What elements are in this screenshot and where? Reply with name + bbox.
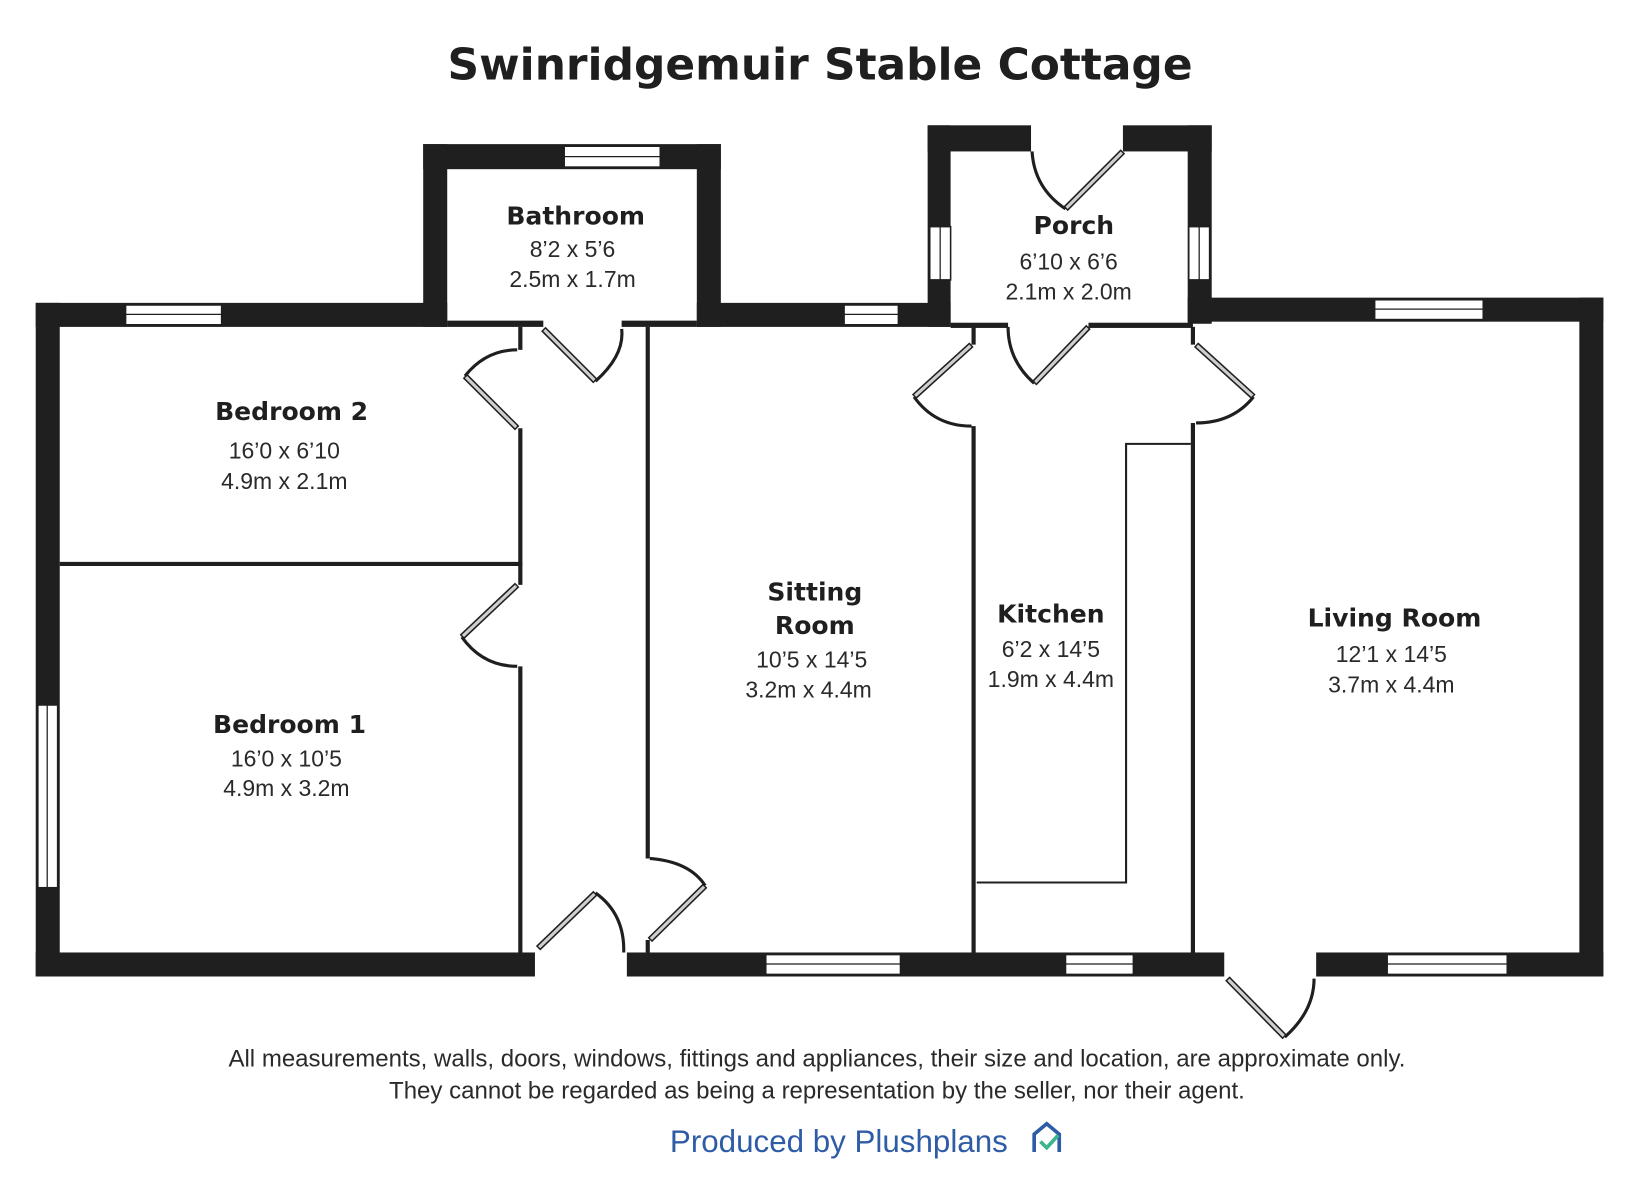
room-size-metric: 1.9m x 4.4m [988, 666, 1114, 692]
room-name: Living Room [1308, 604, 1482, 633]
room-name: Porch [1034, 211, 1115, 240]
doors [459, 149, 1316, 1040]
room-size-imperial: 12’1 x 14’5 [1336, 641, 1447, 667]
door-bedroom-2 [462, 348, 520, 431]
window [843, 304, 900, 326]
room-size-imperial: 16’0 x 10’5 [231, 746, 342, 772]
window [563, 145, 662, 168]
door-sitting-room [647, 856, 708, 943]
door-porch-entry [1030, 149, 1126, 212]
room-name: Bedroom 1 [213, 710, 366, 739]
door-living-exterior [1225, 976, 1316, 1040]
window [928, 225, 952, 281]
door-bathroom [541, 326, 624, 384]
room-name: Bedroom 2 [215, 397, 368, 426]
window [1386, 953, 1509, 976]
credit-text: Produced by Plushplans [670, 1124, 1008, 1159]
window [124, 304, 223, 326]
room-size-metric: 2.5m x 1.7m [509, 266, 635, 292]
door-sitting-kitchen [911, 342, 974, 428]
door-bedroom-1 [459, 582, 520, 668]
interior-walls [59, 326, 1196, 953]
window [37, 704, 59, 889]
room-size-imperial: 6’2 x 14’5 [1002, 636, 1100, 662]
room-name: Bathroom [506, 202, 645, 231]
room-name: Room [775, 611, 855, 640]
room-labels: Bathroom 8’2 x 5’6 2.5m x 1.7m Porch 6’1… [213, 202, 1481, 801]
room-name: Kitchen [997, 599, 1104, 628]
window [1373, 298, 1485, 321]
room-porch: Porch 6’10 x 6’6 2.1m x 2.0m [1005, 211, 1131, 305]
exterior-walls [35, 125, 1604, 977]
room-size-imperial: 16’0 x 6’10 [229, 437, 340, 463]
disclaimer-line-1: All measurements, walls, doors, windows,… [228, 1045, 1405, 1072]
room-name: Sitting [767, 578, 862, 607]
plan-title: Swinridgemuir Stable Cottage [448, 39, 1193, 90]
window [1187, 225, 1211, 281]
house-check-icon [1032, 1121, 1062, 1152]
room-size-metric: 3.7m x 4.4m [1328, 671, 1454, 697]
room-living-room: Living Room 12’1 x 14’5 3.7m x 4.4m [1308, 604, 1482, 698]
room-bedroom-2: Bedroom 2 16’0 x 6’10 4.9m x 2.1m [215, 397, 368, 494]
room-bathroom: Bathroom 8’2 x 5’6 2.5m x 1.7m [506, 202, 645, 293]
room-kitchen: Kitchen 6’2 x 14’5 1.9m x 4.4m [988, 599, 1114, 692]
room-sitting-room: Sitting Room 10’5 x 14’5 3.2m x 4.4m [745, 578, 871, 703]
windows [37, 145, 1509, 976]
room-size-imperial: 10’5 x 14’5 [756, 646, 867, 672]
window [1064, 953, 1135, 976]
room-size-metric: 4.9m x 3.2m [223, 775, 349, 801]
door-front [535, 890, 626, 953]
kitchen-counter [976, 442, 1191, 884]
window [764, 953, 902, 976]
room-size-metric: 2.1m x 2.0m [1005, 279, 1131, 305]
room-size-metric: 3.2m x 4.4m [745, 677, 871, 703]
room-size-imperial: 8’2 x 5’6 [530, 236, 616, 262]
room-bedroom-1: Bedroom 1 16’0 x 10’5 4.9m x 3.2m [213, 710, 366, 801]
door-kitchen-living [1193, 342, 1256, 425]
door-porch-hall [1006, 324, 1091, 386]
disclaimer-line-2: They cannot be regarded as being a repre… [389, 1078, 1245, 1105]
room-size-imperial: 6’10 x 6’6 [1019, 248, 1117, 274]
room-size-metric: 4.9m x 2.1m [221, 468, 347, 494]
